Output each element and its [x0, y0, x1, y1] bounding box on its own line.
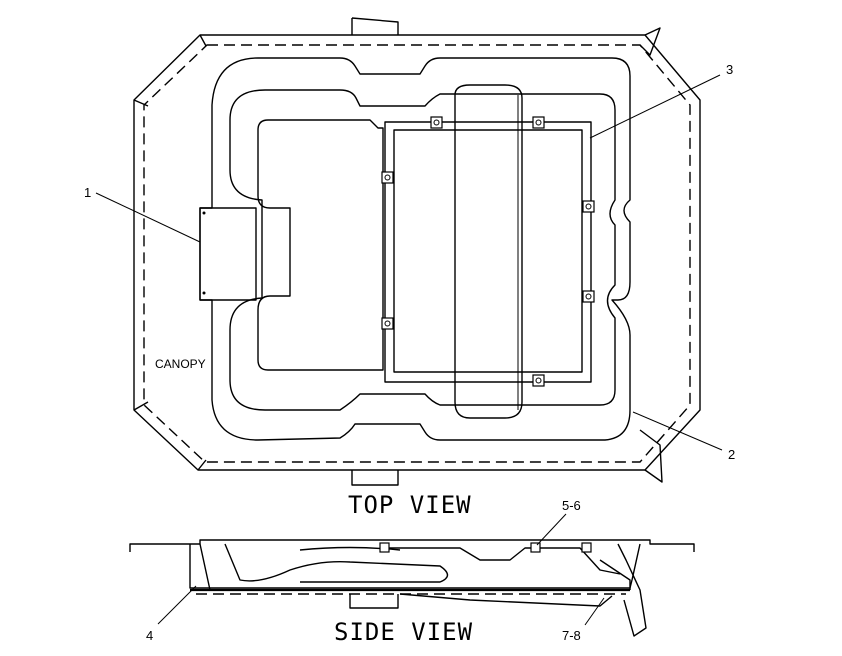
bolt: [532, 116, 545, 129]
bottom-tab: [351, 470, 399, 486]
callout-1: 1: [84, 185, 91, 200]
recessed-channel: [229, 89, 616, 411]
leader-line-4: [157, 585, 197, 625]
bolt: [535, 119, 542, 126]
leader-line-1: [95, 192, 201, 243]
corner-notch-bottom-left: [133, 401, 207, 471]
bolt: [535, 377, 542, 384]
callout-7-8: 7-8: [562, 628, 581, 643]
window-inner-frame: [393, 129, 583, 373]
canopy-flange-dashed: [143, 44, 691, 463]
leader-line-3: [589, 74, 721, 139]
side-ramp: [399, 593, 613, 607]
top-view: 1 3 2 CANOPY TOP VIEW: [84, 17, 735, 519]
top-tab: [351, 17, 399, 35]
side-bolt: [379, 542, 390, 553]
side-view: 4 5-6 7-8 SIDE VIEW: [129, 498, 695, 646]
channel-inner-left: [257, 119, 384, 371]
bolt: [384, 320, 391, 327]
bolt: [433, 119, 440, 126]
hatch-plate: [199, 207, 257, 301]
bolt: [381, 317, 394, 330]
side-view-title: SIDE VIEW: [334, 618, 473, 646]
callout-3: 3: [726, 62, 733, 77]
bolt: [430, 116, 443, 129]
sliding-glass-panel: [454, 84, 523, 419]
window-bolts: [381, 116, 595, 387]
callout-2: 2: [728, 447, 735, 462]
side-flange: [129, 539, 695, 552]
corner-notch-top-right: [639, 27, 661, 56]
side-tail: [617, 543, 647, 637]
side-contour-3: [299, 546, 631, 590]
bolt: [582, 290, 595, 303]
callout-5-6: 5-6: [562, 498, 581, 513]
hatch-rivet: [202, 211, 206, 215]
bolt: [585, 293, 592, 300]
bolt: [381, 171, 394, 184]
leader-line-7-8: [584, 597, 605, 626]
side-contour-1: [199, 543, 449, 591]
bolt: [532, 374, 545, 387]
side-window-drop: [349, 594, 399, 609]
window-outer-frame: [384, 121, 592, 383]
inner-panel: [199, 57, 631, 441]
hatch-rivet: [202, 291, 206, 295]
canopy-label: CANOPY: [155, 357, 206, 371]
bolt: [585, 203, 592, 210]
corner-notch-top-left: [133, 34, 207, 107]
side-contour-2: [380, 547, 621, 575]
bolt: [384, 174, 391, 181]
side-bolt: [581, 542, 592, 553]
corner-notch-bottom-right: [639, 429, 663, 483]
leader-line-5-6: [536, 513, 567, 546]
side-bolt: [530, 542, 541, 553]
bolt: [582, 200, 595, 213]
leader-line-2: [632, 411, 723, 451]
callout-4: 4: [146, 628, 153, 643]
top-view-title: TOP VIEW: [348, 491, 472, 519]
